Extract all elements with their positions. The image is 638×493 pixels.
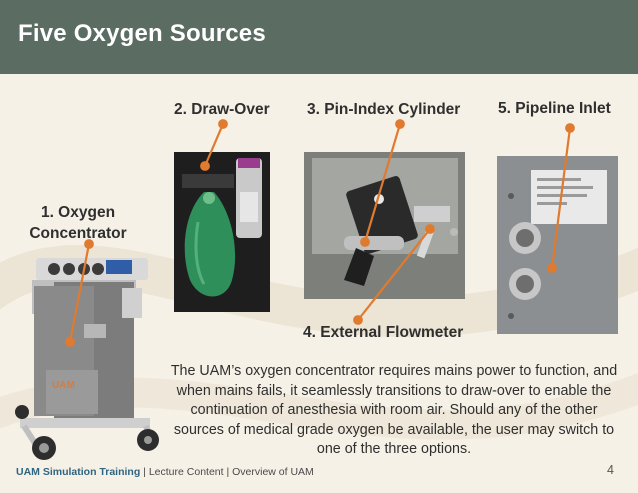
label-oxygen-concentrator: 1. Oxygen Concentrator [20, 202, 136, 244]
concentrator-logo: UAM [52, 380, 75, 391]
label-pin-index-cylinder: 3. Pin-Index Cylinder [307, 101, 461, 118]
label-pipeline-inlet: 5. Pipeline Inlet [498, 100, 611, 117]
slide-title: Five Oxygen Sources [18, 20, 266, 47]
pin-index-photo [304, 152, 465, 299]
title-bar: Five Oxygen Sources [0, 0, 638, 74]
pin-index-illustration [304, 152, 465, 299]
draw-over-illustration [174, 152, 270, 312]
footer-text: | Lecture Content | Overview of UAM [140, 466, 314, 478]
concentrator-illustration: UAM [15, 258, 159, 460]
label-concentrator-line1: 1. Oxygen [40, 204, 116, 221]
label-concentrator-line2: Concentrator [29, 225, 127, 242]
label-external-flowmeter: 4. External Flowmeter [303, 324, 464, 341]
caption-text: The UAM’s oxygen concentrator requires m… [170, 363, 618, 457]
oxygen-concentrator-photo: UAM [14, 252, 166, 464]
page-number: 4 [607, 463, 614, 477]
draw-over-photo [174, 152, 270, 312]
pipeline-inlet-illustration [497, 156, 618, 334]
label-draw-over: 2. Draw-Over [174, 101, 270, 118]
footer-brand: UAM Simulation Training [16, 466, 141, 478]
pipeline-inlet-photo [497, 156, 618, 334]
footer: UAM Simulation Training | Lecture Conten… [16, 466, 314, 478]
